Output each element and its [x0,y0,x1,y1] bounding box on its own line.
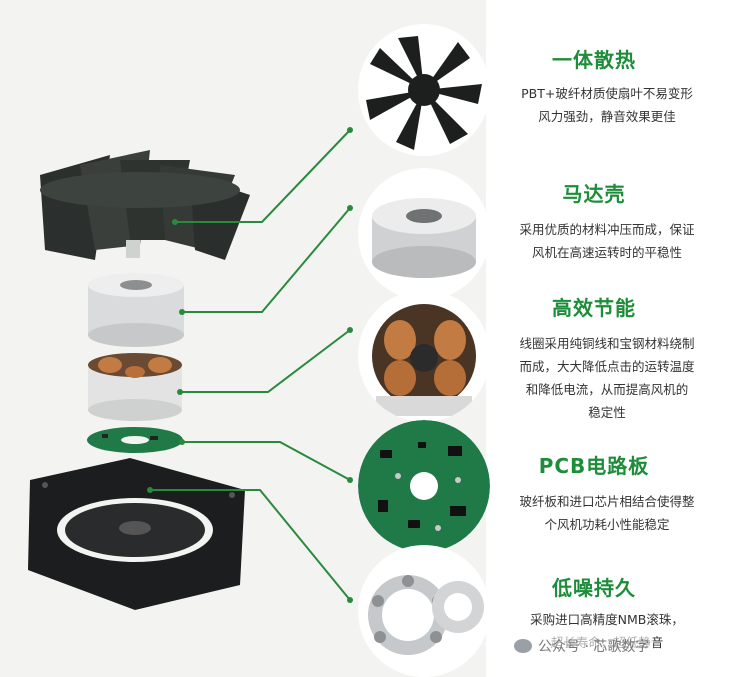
wechat-icon [514,639,532,653]
feature-title-efficiency: 高效节能 [552,296,636,320]
fan-frame-illustration [28,458,245,610]
feature-desc-line: 采购进口高精度NMB滚珠， [530,612,684,627]
feature-desc-cooling: PBT+玻纤材质使扇叶不易变形 风力强劲，静音效果更佳 [494,82,720,128]
feature-desc-line: 风机在高速运转时的平稳性 [531,245,682,260]
impeller-illustration [40,150,250,260]
pcb-detail-image [358,420,490,552]
feature-desc-line: PBT+玻纤材质使扇叶不易变形 [521,86,693,101]
feature-desc-line: 和降低电流，从而提高风机的 [525,382,689,397]
feature-desc-line: 采用优质的材料冲压而成，保证 [519,222,695,237]
feature-desc-line: 个风机功耗小性能稳定 [544,517,670,532]
leader-lines [150,129,351,601]
feature-desc-efficiency: 线圈采用纯铜线和宝钢材料绕制 而成，大大降低点击的运转温度 和降低电流，从而提高… [494,332,720,424]
feature-desc-line: 玻纤板和进口芯片相结合使得整 [519,494,695,509]
stator-illustration [88,353,182,421]
feature-desc-line: 而成，大大降低点击的运转温度 [519,359,695,374]
watermark: 公众号 · 芯歌数字 [510,636,654,656]
motor-housing-detail-image [358,168,490,300]
feature-title-low-noise: 低噪持久 [552,576,636,600]
feature-panel [486,0,730,677]
feature-desc-pcb: 玻纤板和进口芯片相结合使得整 个风机功耗小性能稳定 [494,490,720,536]
feature-desc-line: 风力强劲，静音效果更佳 [538,109,676,124]
bearing-detail-image [358,545,490,677]
feature-desc-line: 稳定性 [588,405,626,420]
pcb-illustration [87,427,183,453]
motor-housing-illustration [88,273,184,347]
feature-title-pcb: PCB电路板 [538,454,650,478]
feature-desc-line: 线圈采用纯铜线和宝钢材料绕制 [519,336,695,351]
feature-desc-motor-housing: 采用优质的材料冲压而成，保证 风机在高速运转时的平稳性 [494,218,720,264]
watermark-text: 公众号 · 芯歌数字 [538,639,650,655]
stator-detail-image [358,290,490,422]
impeller-detail-image [358,24,490,156]
feature-title-motor-housing: 马达壳 [562,182,626,206]
feature-title-cooling: 一体散热 [552,48,636,72]
